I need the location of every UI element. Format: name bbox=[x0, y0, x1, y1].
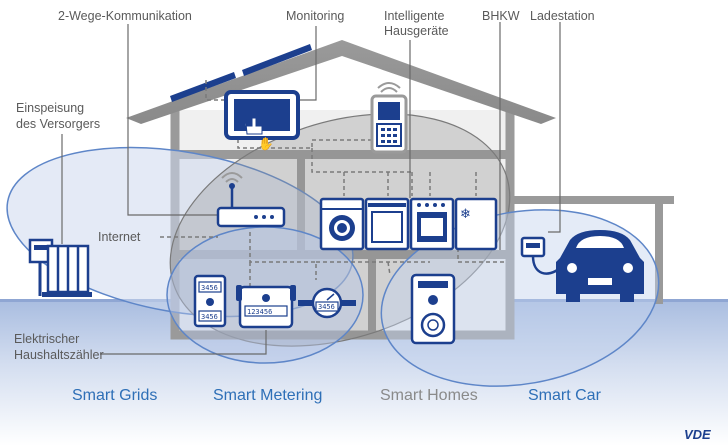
utility-feed-cabinet bbox=[28, 238, 92, 297]
dishwasher bbox=[364, 197, 410, 251]
domain-smart-grids: Smart Grids bbox=[72, 387, 157, 404]
domain-smart-car: Smart Car bbox=[528, 387, 602, 404]
carport-pillar bbox=[655, 196, 663, 304]
electric-car bbox=[556, 230, 644, 302]
meter-a-reading: 3456 bbox=[201, 284, 218, 292]
monitoring-tablet: ✋ bbox=[224, 90, 300, 151]
upper-floor-slab bbox=[175, 150, 510, 159]
electric-meter: 123456 bbox=[236, 285, 296, 329]
carport-roof bbox=[508, 196, 674, 204]
label-appliances-1: Intelligente bbox=[384, 9, 445, 23]
label-feed-1: Einspeisung bbox=[16, 101, 84, 115]
label-bhkw: BHKW bbox=[482, 9, 520, 23]
solar-panel-left bbox=[170, 72, 236, 102]
label-charging: Ladestation bbox=[530, 9, 595, 23]
oven bbox=[409, 197, 455, 251]
label-monitoring: Monitoring bbox=[286, 9, 344, 23]
label-appliances-2: Hausgeräte bbox=[384, 24, 449, 38]
wifi-icon bbox=[225, 178, 239, 183]
label-meter-2: Haushaltszähler bbox=[14, 348, 104, 362]
domain-smart-homes: Smart Homes bbox=[380, 387, 478, 404]
leader-lines bbox=[61, 22, 561, 355]
domain-smart-metering: Smart Metering bbox=[213, 387, 322, 404]
meter-b-reading: 3456 bbox=[201, 313, 218, 321]
phone-signal-icon bbox=[380, 87, 398, 93]
washing-machine bbox=[319, 197, 365, 251]
connection-lines bbox=[160, 80, 506, 293]
label-internet: Internet bbox=[98, 230, 141, 244]
meter-d-reading: 3456 bbox=[318, 303, 335, 311]
meter-a: 3456 3456 bbox=[193, 274, 227, 328]
phone-device bbox=[370, 82, 408, 154]
meter-c-reading: 123456 bbox=[247, 308, 272, 316]
label-two-way: 2-Wege-Kommunikation bbox=[58, 9, 192, 23]
snowflake-icon: ❄ bbox=[460, 207, 471, 222]
inner-wall-lower bbox=[368, 259, 376, 335]
fridge: ❄ bbox=[454, 197, 498, 251]
vde-logo: VDE bbox=[684, 427, 711, 442]
label-meter-1: Elektrischer bbox=[14, 332, 79, 346]
label-feed-2: des Versorgers bbox=[16, 117, 100, 131]
solar-panel-right bbox=[242, 44, 312, 76]
hand-icon: ✋ bbox=[258, 136, 274, 151]
gas-meter: 3456 bbox=[298, 287, 356, 319]
bhkw-unit bbox=[410, 273, 456, 345]
router-device bbox=[216, 172, 286, 228]
